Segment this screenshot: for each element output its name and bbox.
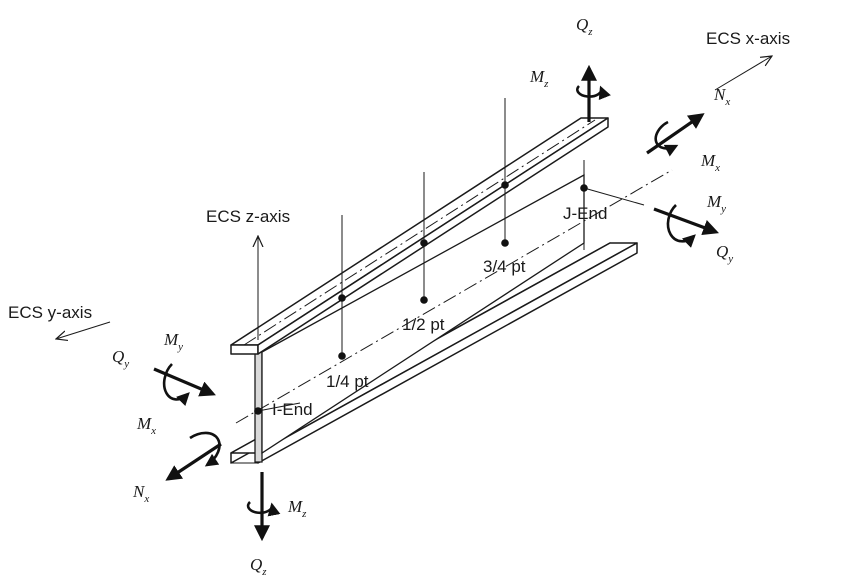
quarter-pt-top-dot [338,294,346,302]
i-end-dot [254,407,262,415]
nx-j-arrow [646,113,705,155]
top-flange-front [230,344,259,355]
j-end-label: J-End [563,204,607,223]
my-i-symbol: My [163,330,183,353]
quarter-pt-dot [338,352,346,360]
qy-i-symbol: Qy [112,347,129,370]
station-lines [257,98,645,412]
three-quarter-pt-dot [501,239,509,247]
i-end-leader [257,402,301,412]
my-j-symbol: My [706,192,726,215]
mz-j-symbol: Mz [529,67,549,90]
half-pt-dot [420,296,428,304]
three-quarter-pt-label: 3/4 pt [483,257,526,276]
nx-j-symbol: Nx [713,85,730,108]
mz-i-rotation-icon [246,501,281,517]
half-pt-top-dot [420,239,428,247]
ecs-x-axis-arrow [714,56,772,91]
beam-centerline [235,169,673,424]
qy-j-arrow [653,207,720,236]
qy-i-arrow [153,367,216,397]
flange-centerline [243,119,596,346]
my-i-rotation-icon [162,363,190,406]
j-end-dot [580,184,588,192]
qy-j-symbol: Qy [716,242,733,265]
my-j-rotation-icon [666,204,696,248]
mx-i-rotation-icon [189,431,221,467]
top-flange-side [257,117,609,355]
ecs-x-axis-label: ECS x-axis [706,29,790,48]
half-pt-label: 1/2 pt [402,315,445,334]
ecs-y-axis-label: ECS y-axis [8,303,92,322]
mx-j-symbol: Mx [700,151,720,174]
qz-i-symbol: Qz [250,555,267,578]
station-dots [254,181,588,415]
mx-j-rotation-icon [654,120,679,157]
nx-i-symbol: Nx [132,482,149,505]
ecs-z-axis-label: ECS z-axis [206,207,290,226]
three-quarter-pt-top-dot [501,181,509,189]
mx-i-symbol: Mx [136,414,156,437]
j-end-leader [583,187,645,206]
mz-j-rotation-icon [576,85,611,101]
qz-j-symbol: Qz [576,15,593,38]
mz-i-symbol: Mz [287,497,307,520]
nx-i-arrow [165,442,222,481]
ecs-y-axis-arrow [56,321,111,339]
i-end-label: I-End [272,400,313,419]
web [254,351,263,463]
quarter-pt-label: 1/4 pt [326,372,369,391]
